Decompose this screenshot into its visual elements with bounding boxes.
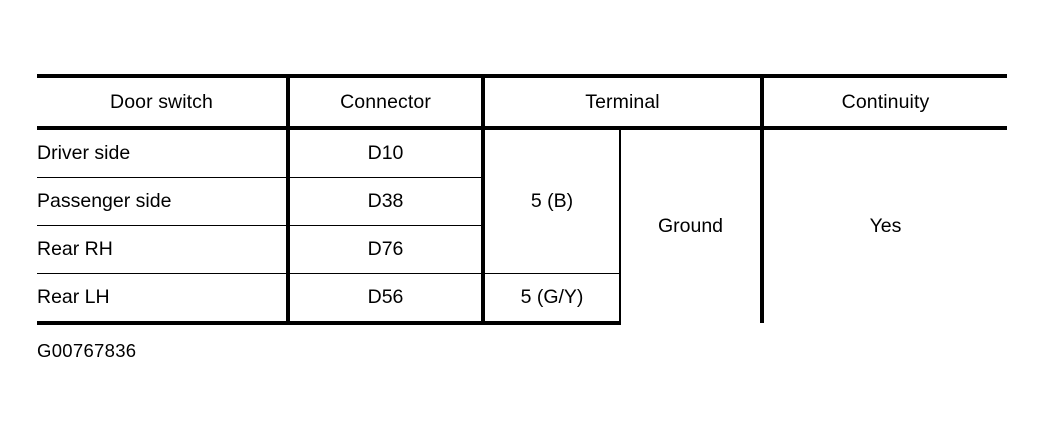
table-header: Door switch Connector Terminal Continuit… (37, 74, 1007, 130)
table-row: Rear RH D76 (37, 225, 1007, 274)
table-body: Driver side D10 5 (B) Ground Yes Passeng… (37, 128, 1007, 325)
cell-terminal-reference: Ground (620, 128, 764, 323)
cell-door-switch: Rear LH (37, 273, 290, 325)
spec-table-container: Door switch Connector Terminal Continuit… (37, 74, 1007, 325)
header-row: Door switch Connector Terminal Continuit… (37, 74, 1007, 130)
figure-caption: G00767836 (37, 340, 137, 361)
cell-terminal-primary: 5 (B) (483, 128, 621, 274)
cell-connector: D38 (288, 177, 485, 226)
cell-door-switch: Rear RH (37, 225, 290, 274)
column-header-terminal: Terminal (483, 74, 764, 130)
table-row: Driver side D10 5 (B) Ground Yes (37, 128, 1007, 323)
column-header-continuity: Continuity (762, 74, 1007, 130)
cell-continuity: Yes (762, 128, 1007, 323)
table-row: Passenger side D38 (37, 177, 1007, 226)
column-header-door-switch: Door switch (37, 74, 290, 130)
cell-door-switch: Driver side (37, 128, 290, 178)
column-header-connector: Connector (288, 74, 485, 130)
cell-door-switch: Passenger side (37, 177, 290, 226)
door-switch-continuity-table: Door switch Connector Terminal Continuit… (37, 74, 1007, 325)
cell-connector: D56 (288, 273, 485, 325)
table-row: Rear LH D56 5 (G/Y) (37, 273, 1007, 325)
cell-connector: D76 (288, 225, 485, 274)
cell-terminal-secondary: 5 (G/Y) (483, 273, 621, 325)
cell-connector: D10 (288, 128, 485, 178)
